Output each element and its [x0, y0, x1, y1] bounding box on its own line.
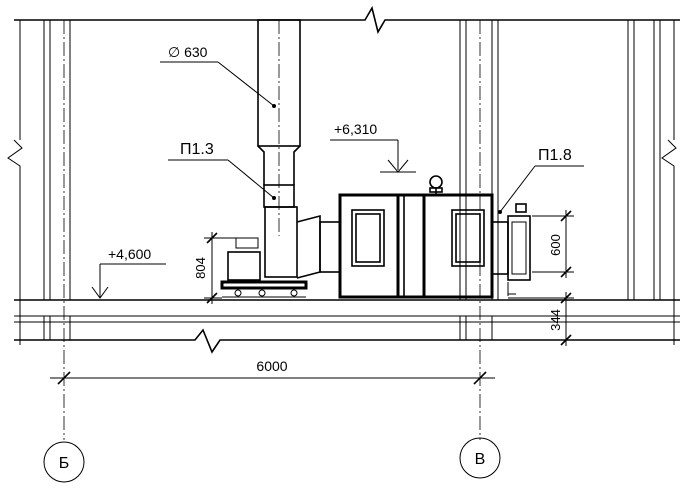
axis-marker-right: [459, 437, 501, 479]
fan-base-frame: [220, 280, 308, 290]
heater-section: [491, 203, 531, 296]
air-handling-unit: [338, 175, 494, 299]
dimension-slab-label: 344: [548, 309, 563, 331]
dimension-fan-height-label: 804: [193, 257, 208, 279]
axis-label-left: Б: [59, 455, 70, 472]
fan-section-label: П1.3: [180, 141, 214, 158]
supply-duct: [257, 19, 301, 236]
dimension-fan-height: 804: [193, 232, 236, 304]
duct-diameter-label: ∅ 630: [168, 44, 208, 60]
fan-unit: [220, 206, 341, 298]
annotations: ∅ 630 П1.3 П1.8 +6,310 +4,600: [91, 44, 584, 299]
dimension-span: 6000: [50, 358, 495, 385]
axis-label-right: В: [475, 451, 486, 468]
dimension-span-label: 6000: [256, 358, 287, 374]
level-top-label: +6,310: [334, 121, 377, 137]
building-frame: [7, 5, 680, 354]
access-door-right: [451, 209, 485, 267]
axis-marker-left: [43, 441, 85, 483]
dimension-heater-height: 600: [532, 210, 574, 278]
motor: [227, 251, 261, 281]
dimension-slab: 344: [508, 292, 574, 346]
access-door-left: [351, 209, 385, 267]
heater-section-label: П1.8: [538, 147, 572, 164]
dimension-heater-height-label: 600: [548, 234, 563, 256]
level-floor-label: +4,600: [108, 246, 151, 262]
